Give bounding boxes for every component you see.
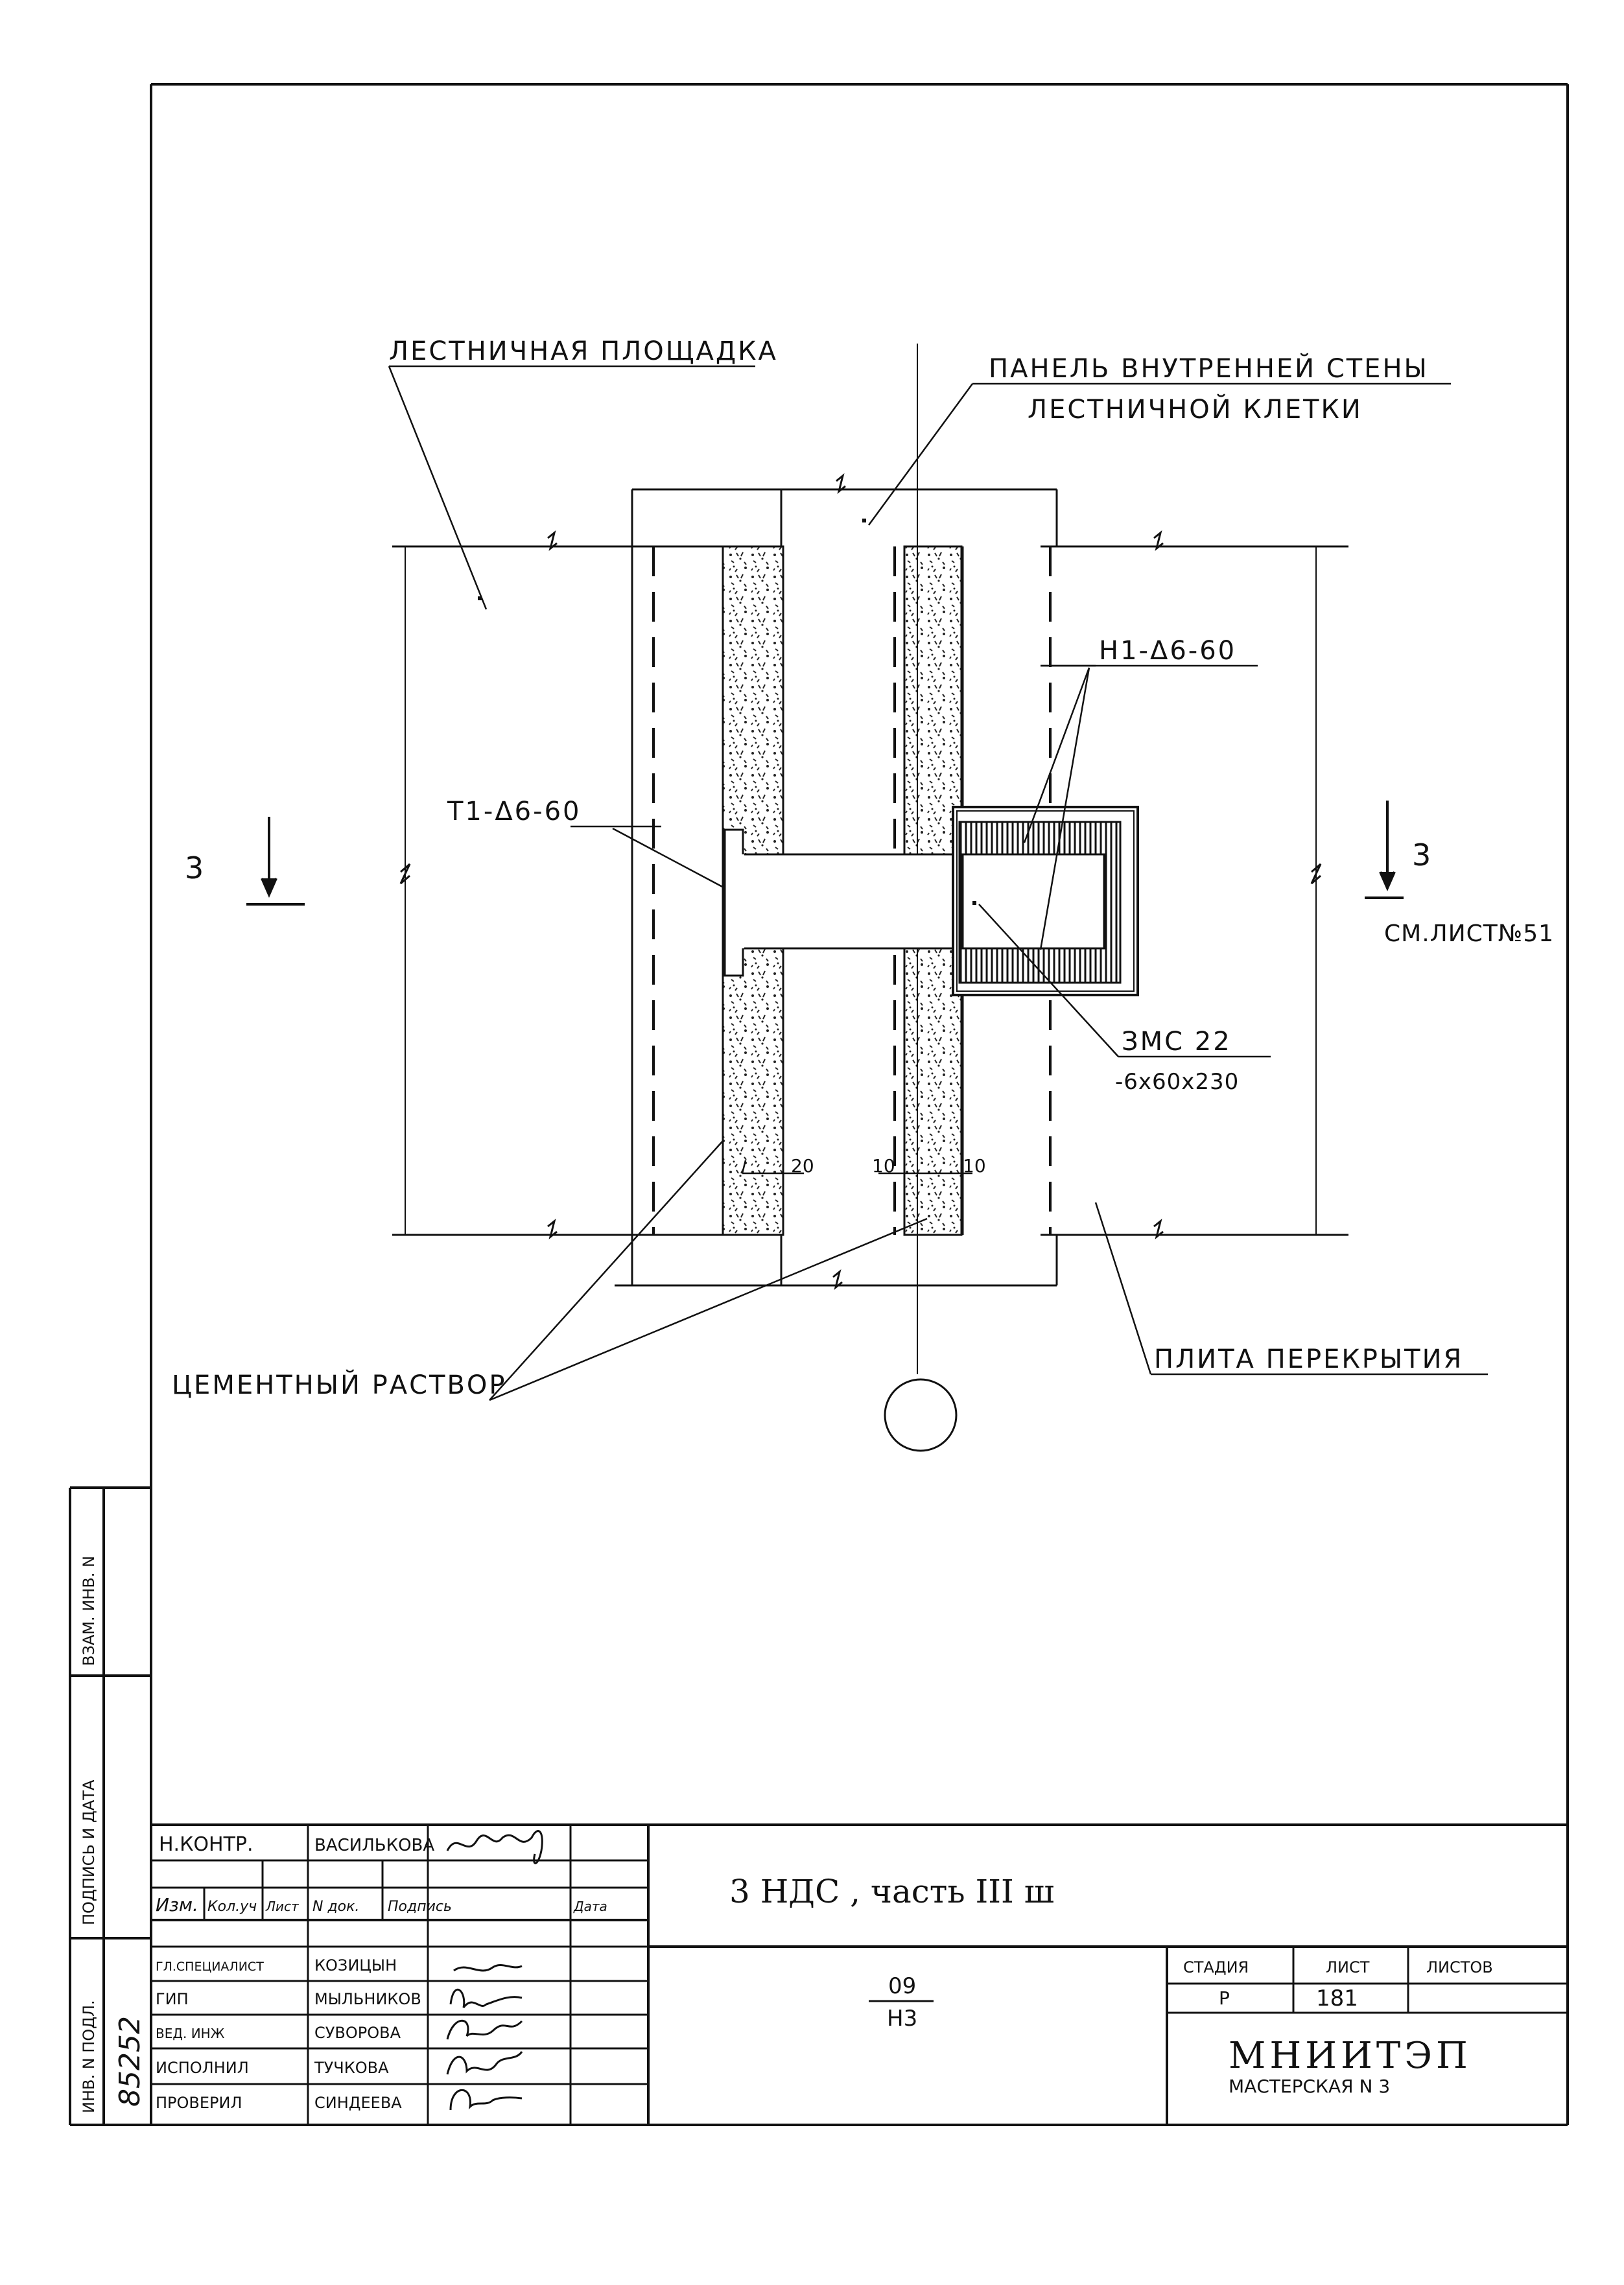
section-marker-right (1365, 801, 1404, 899)
project-title: 3 НДС , часть III ш (729, 1873, 1054, 1910)
sheet-value: 181 (1316, 1986, 1358, 2011)
section-label-right: 3 (1412, 838, 1431, 873)
hdr-podpis: Подпись (388, 1899, 452, 1915)
axis-circle (884, 1378, 958, 1452)
break-marks (399, 473, 1322, 1290)
sheet-frame (150, 83, 1569, 2126)
row-name: СИНДЕЕВА (314, 2094, 402, 2112)
label-wall-panel-2: ЛЕСТНИЧНОЙ КЛЕТКИ (1028, 393, 1363, 425)
code-top: 09 (888, 1973, 916, 1999)
dim-20: 20 (791, 1155, 814, 1177)
section-marker-left (246, 817, 305, 906)
hdr-ndok: N док. (312, 1899, 359, 1915)
row-role: ГЛ.СПЕЦИАЛИСТ (156, 1960, 264, 1974)
hdr-koluch: Кол.уч (207, 1899, 257, 1915)
title-block-rows: ГЛ.СПЕЦИАЛИСТ КОЗИЦЫН ГИП МЫЛЬНИКОВ ВЕД.… (156, 1956, 421, 2112)
pocket-h1 (952, 806, 1139, 996)
row-role: ПРОВЕРИЛ (156, 2094, 242, 2112)
n-kontr-role: Н.КОНТР. (159, 1833, 253, 1856)
row-signatures (446, 1963, 523, 2111)
stage-value: Р (1219, 1987, 1230, 2009)
row-name: КОЗИЦЫН (314, 1956, 397, 1974)
row-role: ИСПОЛНИЛ (156, 2059, 249, 2077)
label-landing: ЛЕСТНИЧНАЯ ПЛОЩАДКА (389, 336, 778, 366)
embedded-plate-t1 (724, 828, 744, 977)
dim-10-a: 10 (872, 1155, 895, 1177)
podpis-data-label: ПОДПИСЬ И ДАТА (80, 1779, 98, 1925)
label-slab: ПЛИТА ПЕРЕКРЫТИЯ (1154, 1344, 1463, 1374)
org-name: МНИИТЭП (1229, 2035, 1472, 2077)
leader-lines (388, 365, 1488, 1401)
left-strip (69, 1486, 151, 2126)
sheet-header: ЛИСТ (1326, 1958, 1370, 1976)
org-subtitle: МАСТЕРСКАЯ N 3 (1229, 2076, 1390, 2097)
leader-ticks (478, 519, 976, 905)
dimension-lines (405, 546, 1317, 1235)
code-bottom: Н3 (887, 2006, 917, 2032)
label-mortar: ЦЕМЕНТНЫЙ РАСТВОР (172, 1369, 507, 1400)
vzam-inv-label: ВЗАМ. ИНВ. N (80, 1556, 98, 1666)
row-name: ТУЧКОВА (314, 2059, 389, 2077)
dim-10-b: 10 (963, 1155, 986, 1177)
row-name: СУВОРОВА (314, 2024, 401, 2042)
sheets-header: ЛИСТОВ (1426, 1958, 1493, 1976)
row-role: ВЕД. ИНЖ (156, 2026, 225, 2041)
hdr-list: Лист (265, 1899, 300, 1914)
see-sheet-ref: СМ.ЛИСТ№51 (1384, 920, 1554, 947)
hdr-data: Дата (573, 1899, 607, 1914)
label-zmc-2: -6х60х230 (1115, 1069, 1239, 1095)
section-label-left: 3 (185, 850, 204, 885)
n-kontr-name: ВАСИЛЬКОВА (314, 1836, 434, 1855)
label-wall-panel-1: ПАНЕЛЬ ВНУТРЕННЕЙ СТЕНЫ (989, 353, 1429, 384)
inv-number: 85252 (113, 2016, 147, 2107)
title-block-grid (151, 1823, 1568, 2125)
row-role: ГИП (156, 1990, 189, 2008)
row-name: МЫЛЬНИКОВ (314, 1990, 421, 2008)
stage-header: СТАДИЯ (1183, 1958, 1249, 1976)
label-t1: Т1-Δ6-60 (447, 797, 581, 826)
label-zmc-1: ЗМС 22 (1122, 1027, 1232, 1057)
label-n1: Н1-Δ6-60 (1099, 636, 1236, 666)
n-kontr-signature (446, 1830, 543, 1864)
hdr-izm: Изм. (156, 1894, 198, 1916)
inv-podl-label: ИНВ. N ПОДЛ. (80, 2000, 98, 2113)
